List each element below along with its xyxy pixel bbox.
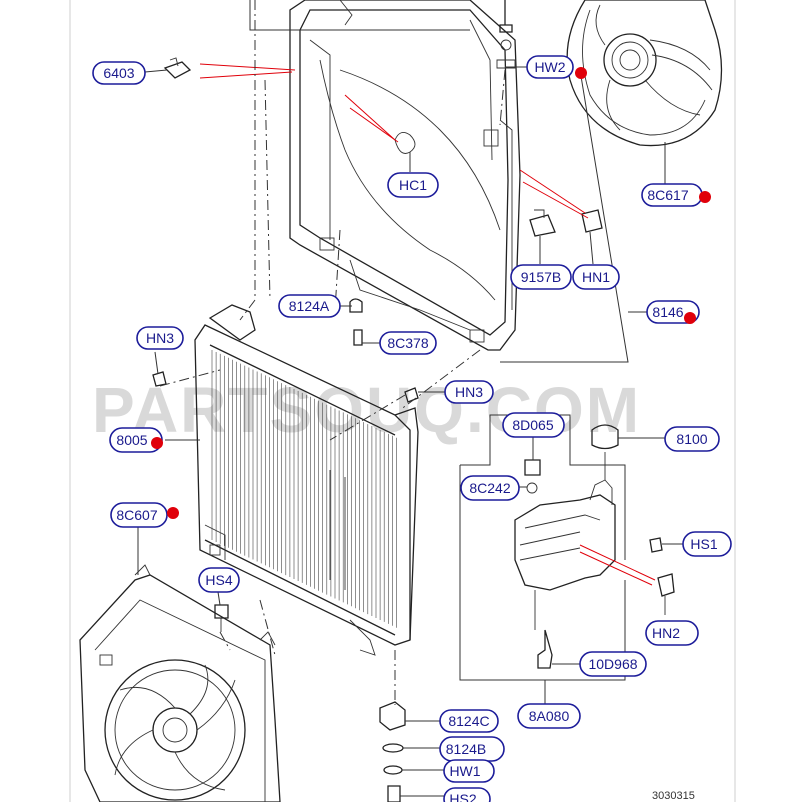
highlight-dot (151, 437, 163, 449)
highlight-dot (575, 67, 587, 79)
callout-hc1[interactable]: HC1 (387, 172, 439, 198)
callout-label: 8124B (446, 741, 486, 757)
callout-6403[interactable]: 6403 (92, 61, 146, 85)
callout-8124c[interactable]: 8124C (439, 709, 499, 733)
callout-label: HW2 (534, 59, 565, 75)
callout-label: 8C378 (387, 335, 428, 351)
callout-leaders (137, 66, 683, 797)
highlight-dot (684, 312, 696, 324)
callout-label: 8124C (448, 713, 489, 729)
callout-label: HS2 (449, 791, 476, 802)
red-leaders-top (199, 63, 589, 219)
callout-label: HN2 (652, 625, 680, 641)
expansion-tank (514, 424, 619, 669)
callout-label: 8A080 (529, 708, 570, 724)
callout-label: 10D968 (588, 656, 637, 672)
highlight-dot (167, 507, 179, 519)
clip-9157b (529, 209, 556, 237)
radiator (194, 304, 419, 656)
callout-hw1[interactable]: HW1 (443, 759, 495, 783)
diagram-code: 3030315 (652, 790, 695, 802)
callout-hn1[interactable]: HN1 (572, 264, 620, 290)
bolt-8c378 (353, 329, 363, 346)
tank-bracket-top (460, 414, 626, 560)
callout-hs1[interactable]: HS1 (682, 531, 732, 557)
callout-hs2[interactable]: HS2 (443, 787, 491, 802)
fan-shroud-top (289, 0, 521, 351)
callout-hn3-right[interactable]: HN3 (444, 380, 494, 404)
sensor-hn2 (657, 573, 675, 615)
callout-label: 8005 (116, 432, 147, 448)
callout-8124b[interactable]: 8124B (439, 736, 505, 762)
callout-label: 8C242 (469, 480, 510, 496)
callout-8c607[interactable]: 8C607 (110, 502, 168, 528)
callout-label: 8C617 (647, 187, 688, 203)
sensor-hs1 (649, 537, 663, 553)
bolt-8124a (349, 298, 363, 313)
fan-assembly-top (566, 0, 723, 185)
callout-hn2[interactable]: HN2 (645, 620, 699, 646)
callout-8c617[interactable]: 8C617 (641, 183, 703, 207)
callout-label: 8124A (289, 298, 330, 314)
callout-10d968[interactable]: 10D968 (579, 651, 647, 677)
callout-label: 9157B (521, 269, 561, 285)
callout-label: HN3 (455, 384, 483, 400)
callout-8d065[interactable]: 8D065 (502, 412, 565, 438)
highlight-dot (699, 191, 711, 203)
callout-hs4[interactable]: HS4 (198, 567, 240, 593)
hose-bottom (379, 701, 406, 802)
clip-6403 (163, 57, 192, 79)
callout-hw2[interactable]: HW2 (526, 55, 574, 79)
shroud-top-bracket (249, 0, 290, 31)
callout-label: HN1 (582, 269, 610, 285)
callout-label: HN3 (146, 330, 174, 346)
callout-label: HC1 (399, 177, 427, 193)
clip-hn1 (581, 209, 603, 233)
callout-8c378[interactable]: 8C378 (379, 331, 437, 355)
callout-label: 6403 (103, 65, 134, 81)
callout-label: HS4 (205, 572, 232, 588)
fan-assembly-bottom (79, 564, 281, 802)
callout-label: 8C607 (116, 507, 157, 523)
callout-label: HW1 (449, 763, 480, 779)
callout-hn3-left[interactable]: HN3 (136, 326, 184, 350)
bolt-top (496, 0, 516, 69)
callout-8a080[interactable]: 8A080 (517, 703, 581, 729)
red-leaders-tank (579, 544, 656, 586)
clip-hn3-right (404, 387, 419, 403)
callout-label: HS1 (690, 536, 717, 552)
callout-8100[interactable]: 8100 (664, 426, 720, 452)
tank-bracket-box (459, 465, 626, 681)
callout-8146[interactable]: 8146 (646, 300, 700, 324)
callout-label: 8D065 (512, 417, 553, 433)
callout-label: 8100 (676, 431, 707, 447)
bolt-hs4 (214, 604, 229, 632)
callout-9157b[interactable]: 9157B (510, 264, 572, 290)
callout-8c242[interactable]: 8C242 (460, 475, 520, 501)
radiator-fins (211, 350, 397, 628)
callout-label: 8146 (652, 304, 683, 320)
callout-8124a[interactable]: 8124A (278, 294, 341, 318)
